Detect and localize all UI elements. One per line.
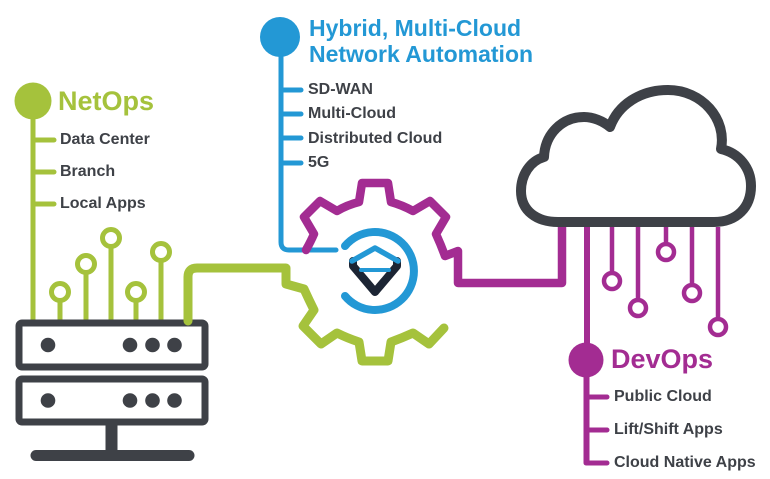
devops-item-public-cloud: Public Cloud (614, 388, 712, 405)
gear-icon (341, 228, 418, 314)
netops-item-local-apps: Local Apps (60, 195, 146, 212)
devops-item-cloud-native-apps: Cloud Native Apps (614, 454, 756, 471)
devops-title: DevOps (611, 344, 714, 374)
netops-branch (14, 82, 57, 321)
automation-title: Hybrid, Multi-Cloud Network Automation (309, 15, 533, 67)
netops-item-branch: Branch (60, 163, 116, 180)
netops-item-list: Data Center Branch Local Apps (60, 124, 150, 220)
server-rack-icon (15, 319, 209, 461)
gear-magenta-half (299, 178, 567, 288)
gear-green-half (183, 263, 449, 366)
netops-title: NetOps (58, 86, 155, 116)
automation-list-ticks (278, 87, 304, 166)
devops-branch (568, 227, 610, 466)
automation-title-line1: Hybrid, Multi-Cloud (309, 15, 522, 41)
devops-item-lift-shift-apps: Lift/Shift Apps (614, 421, 723, 438)
automation-connector-line (278, 47, 339, 253)
automation-bullet (260, 17, 300, 57)
automation-hub-ring (341, 228, 418, 314)
netops-item-data-center: Data Center (60, 131, 150, 148)
cloud-icon (516, 85, 756, 227)
automation-logo-icon (349, 245, 401, 296)
automation-item-sdwan: SD-WAN (308, 81, 373, 98)
automation-branch (260, 17, 339, 253)
devops-item-list: Public Cloud Lift/Shift Apps Cloud Nativ… (614, 380, 756, 479)
devops-list-ticks (583, 394, 610, 466)
automation-title-line2: Network Automation (309, 41, 534, 67)
automation-item-multicloud: Multi-Cloud (308, 105, 396, 123)
automation-item-5g: 5G (308, 154, 330, 172)
circuit-pins-green (49, 227, 172, 321)
automation-item-distributed-cloud: Distributed Cloud (308, 129, 443, 147)
circuit-pins-magenta (601, 227, 729, 338)
automation-item-list: SD-WAN Multi-Cloud Distributed Cloud 5G (308, 78, 442, 176)
netops-list-ticks (30, 137, 57, 207)
